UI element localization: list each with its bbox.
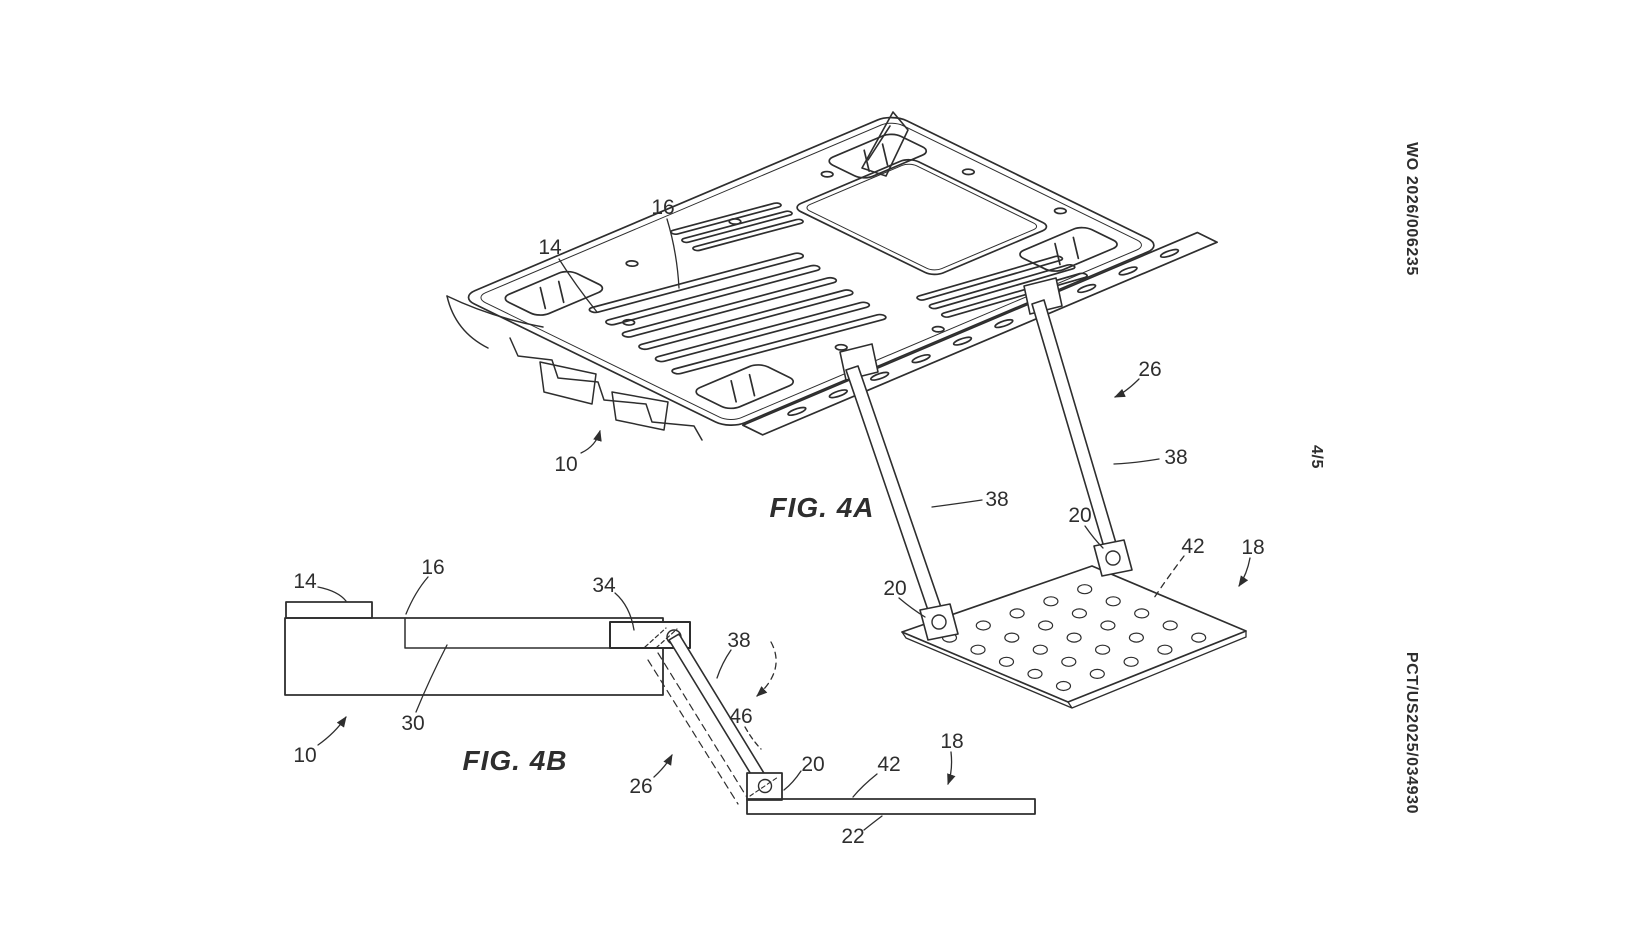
ref-label-10-4b: 10 <box>293 744 316 767</box>
rotation-arrow <box>756 641 777 697</box>
step-plate-side <box>746 798 1036 815</box>
panel-holes <box>550 135 1141 400</box>
fig4b-caption: FIG. 4B <box>462 745 567 776</box>
ref-label-18-4b: 18 <box>940 730 963 753</box>
fig4a-caption: FIG. 4A <box>769 492 874 523</box>
ref-label-18-4a: 18 <box>1241 536 1264 559</box>
ref-label-20-left-4a: 20 <box>883 577 906 600</box>
ref-label-14-4a: 14 <box>538 236 562 259</box>
fig4b-drawing: 14 16 34 30 10 26 38 46 20 42 18 22 FIG.… <box>284 556 1036 848</box>
rib-slats-rear <box>915 256 1089 318</box>
ref-label-42-4b: 42 <box>877 753 900 776</box>
phantom-arm-dashes <box>647 652 749 805</box>
ref-label-20-mid-4a: 20 <box>1068 504 1091 527</box>
ref-label-34-4b: 34 <box>592 574 616 597</box>
sheet-indicator: 4/5 <box>1308 445 1325 469</box>
rib-slats-front <box>587 252 888 375</box>
ref-label-10-4a: 10 <box>554 453 577 476</box>
roof-front-lip <box>446 295 703 441</box>
fig4a-leader-lines <box>558 218 1251 618</box>
ref-label-16-4a: 16 <box>651 196 674 219</box>
rib-slats-center <box>669 202 805 251</box>
ref-label-38-4b: 38 <box>727 629 750 652</box>
ref-label-26-4b: 26 <box>629 775 652 798</box>
ref-label-42-4a: 42 <box>1181 535 1204 558</box>
ref-label-26-4a: 26 <box>1138 358 1161 381</box>
roof-fin <box>861 111 909 177</box>
fig4b-leader-lines <box>317 576 956 831</box>
ref-label-38-right-4a: 38 <box>1164 446 1187 469</box>
step-plate <box>901 565 1247 709</box>
panel-side-view <box>284 601 664 696</box>
ref-label-38-left-4a: 38 <box>985 488 1008 511</box>
ref-label-20-4b: 20 <box>801 753 824 776</box>
support-arms <box>839 277 1133 641</box>
ref-label-46-4b: 46 <box>729 705 752 728</box>
publication-number: WO 2026/006235 <box>1403 142 1420 276</box>
application-number: PCT/US2025/034930 <box>1403 652 1420 814</box>
side-rail <box>743 233 1217 435</box>
bracket-side <box>746 772 783 801</box>
roof-panel <box>460 100 1217 440</box>
corner-vents <box>500 132 1122 411</box>
tread-holes <box>941 584 1207 692</box>
fig4a-drawing: 14 16 10 26 38 38 20 42 18 20 FIG. 4A <box>446 100 1265 709</box>
ref-label-30-4b: 30 <box>401 712 424 735</box>
ref-label-22-4b: 22 <box>841 825 864 848</box>
ref-label-16-4b: 16 <box>421 556 444 579</box>
ref-label-14-4b: 14 <box>293 570 317 593</box>
sheet-margin-text: WO 2026/006235 4/5 PCT/US2025/034930 <box>1308 142 1420 814</box>
